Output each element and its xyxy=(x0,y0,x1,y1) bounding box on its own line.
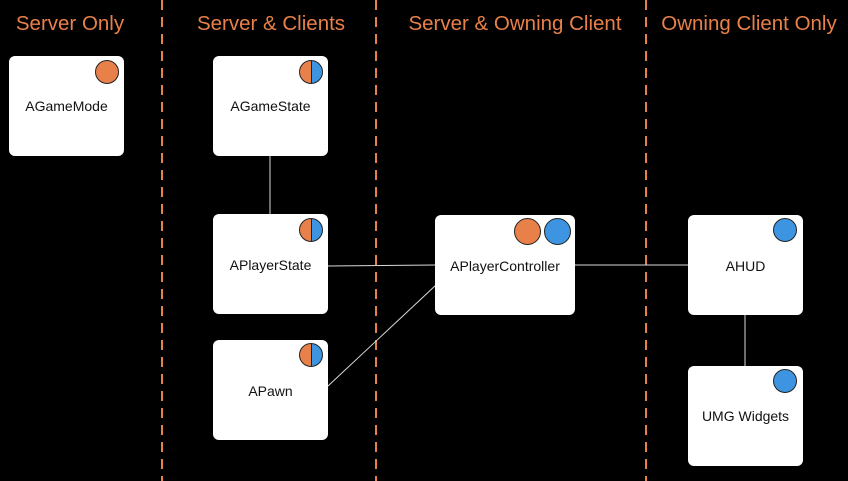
node-label: APlayerController xyxy=(450,258,560,274)
server-client-indicator-icon xyxy=(299,218,323,242)
node-label: AGameMode xyxy=(25,98,108,114)
node-label: AHUD xyxy=(725,258,766,274)
node-label: AGameState xyxy=(230,98,311,114)
server-client-indicator-icon xyxy=(299,60,323,84)
node-agamestate: AGameState xyxy=(213,56,328,156)
node-aplayercontroller: APlayerController xyxy=(435,215,575,315)
node-ahud: AHUD xyxy=(688,215,803,315)
server-indicator-icon xyxy=(514,218,541,245)
client-indicator-icon xyxy=(773,218,797,242)
node-agamemode: AGameMode xyxy=(9,56,124,156)
column-header-owning-client-only: Owning Client Only xyxy=(661,12,837,35)
node-label: APawn xyxy=(248,383,293,399)
column-header-server-owning-client: Server & Owning Client xyxy=(408,12,622,35)
node-aplayerstate: APlayerState xyxy=(213,214,328,314)
node-label: APlayerState xyxy=(229,257,312,273)
server-indicator-icon xyxy=(95,60,119,84)
node-umg-widgets: UMG Widgets xyxy=(688,366,803,466)
node-label: UMG Widgets xyxy=(701,408,790,424)
client-indicator-icon xyxy=(544,218,571,245)
connector-playerstate-playercontroller xyxy=(327,264,437,267)
connector-pawn-playercontroller xyxy=(327,284,437,387)
column-header-server-only: Server Only xyxy=(15,12,125,35)
client-indicator-icon xyxy=(773,369,797,393)
column-header-server-clients: Server & Clients xyxy=(196,12,346,35)
node-apawn: APawn xyxy=(213,340,328,440)
server-client-indicator-icon xyxy=(299,343,323,367)
